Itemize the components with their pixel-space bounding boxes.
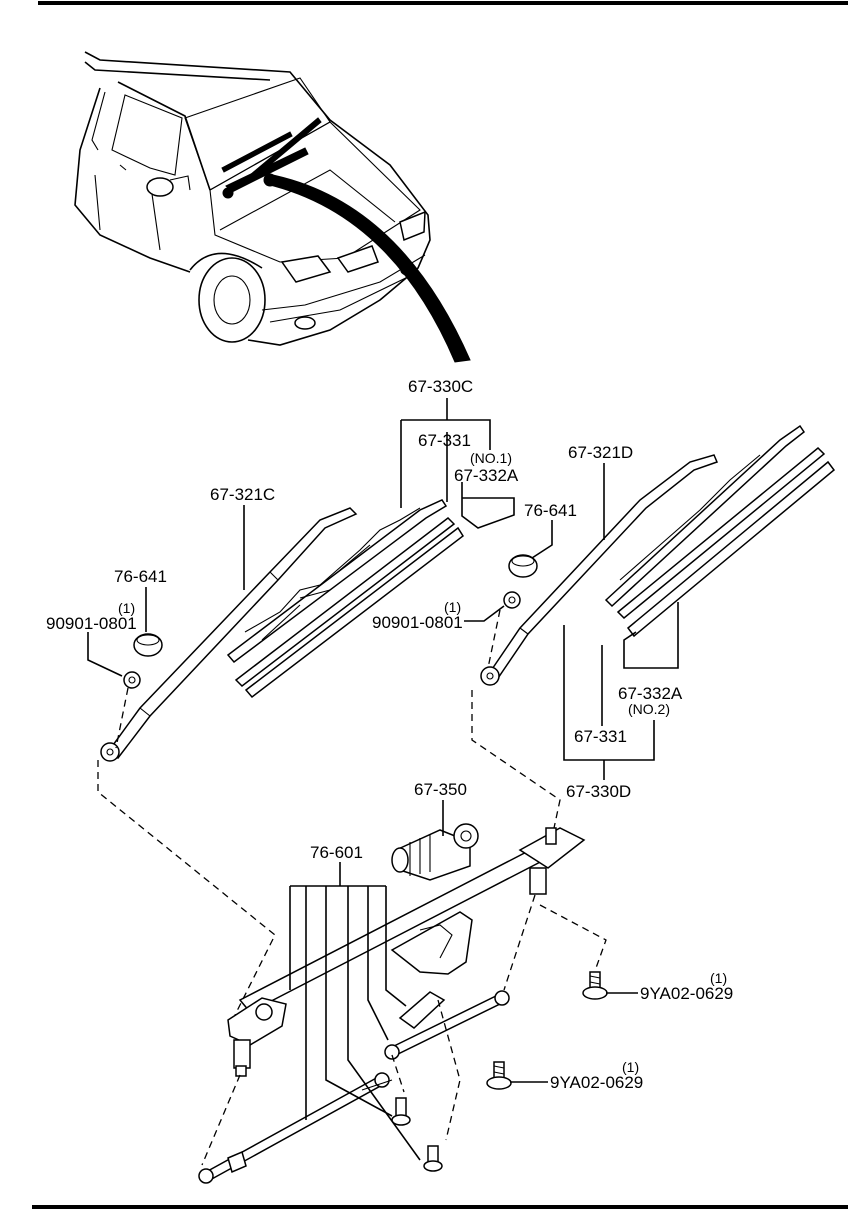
label-qty-bolt-upper: (1): [710, 970, 727, 986]
label-67-350: 67-350: [414, 780, 467, 799]
wiper-blade-d: [604, 424, 806, 608]
label-76-601: 76-601: [310, 843, 363, 862]
wiper-motor: [391, 823, 479, 881]
wiper-linkage: [198, 827, 586, 1184]
label-qty-bolt-lower: (1): [622, 1059, 639, 1075]
vehicle-illustration: [74, 51, 471, 363]
label-67-331-left: 67-331: [418, 431, 471, 450]
nut-right: [503, 591, 521, 609]
blade-rubber-c: [234, 517, 464, 699]
cap-left: [133, 633, 163, 657]
label-76-641-right: 76-641: [524, 501, 577, 520]
blade-rubber-d: [616, 446, 836, 638]
label-67-331-right: 67-331: [574, 727, 627, 746]
label-67-330c: 67-330C: [408, 377, 473, 396]
label-no1: (NO.1): [470, 450, 512, 466]
label-9ya02-0629-lower: 9YA02-0629: [550, 1073, 643, 1092]
label-qty-nut-right: (1): [444, 599, 461, 615]
label-76-641-left: 76-641: [114, 567, 167, 586]
wiper-blade-c: [226, 499, 448, 664]
leader-lines: [87, 398, 679, 1161]
label-9ya02-0629-upper: 9YA02-0629: [640, 984, 733, 1003]
assembly-dashed-lines: [97, 609, 607, 1166]
label-67-330d: 67-330D: [566, 782, 631, 801]
nut-left: [123, 671, 141, 689]
label-no2: (NO.2): [628, 701, 670, 717]
wiper-arm-c: [100, 507, 358, 762]
label-67-321c: 67-321C: [210, 485, 275, 504]
label-67-332a-right: 67-332A: [618, 684, 683, 703]
label-67-321d: 67-321D: [568, 443, 633, 462]
label-qty-nut-left: (1): [118, 600, 135, 616]
bolt-lower: [486, 1061, 512, 1090]
label-67-332a-left: 67-332A: [454, 466, 519, 485]
cap-right: [508, 554, 538, 578]
callout-labels: 67-330C 67-331 (NO.1) 67-332A 67-321C 76…: [46, 377, 733, 1092]
label-90901-0801-left: 90901-0801: [46, 614, 137, 633]
label-90901-0801-right: 90901-0801: [372, 613, 463, 632]
wiper-arm-d: [480, 454, 719, 686]
bolt-upper: [582, 971, 608, 1000]
